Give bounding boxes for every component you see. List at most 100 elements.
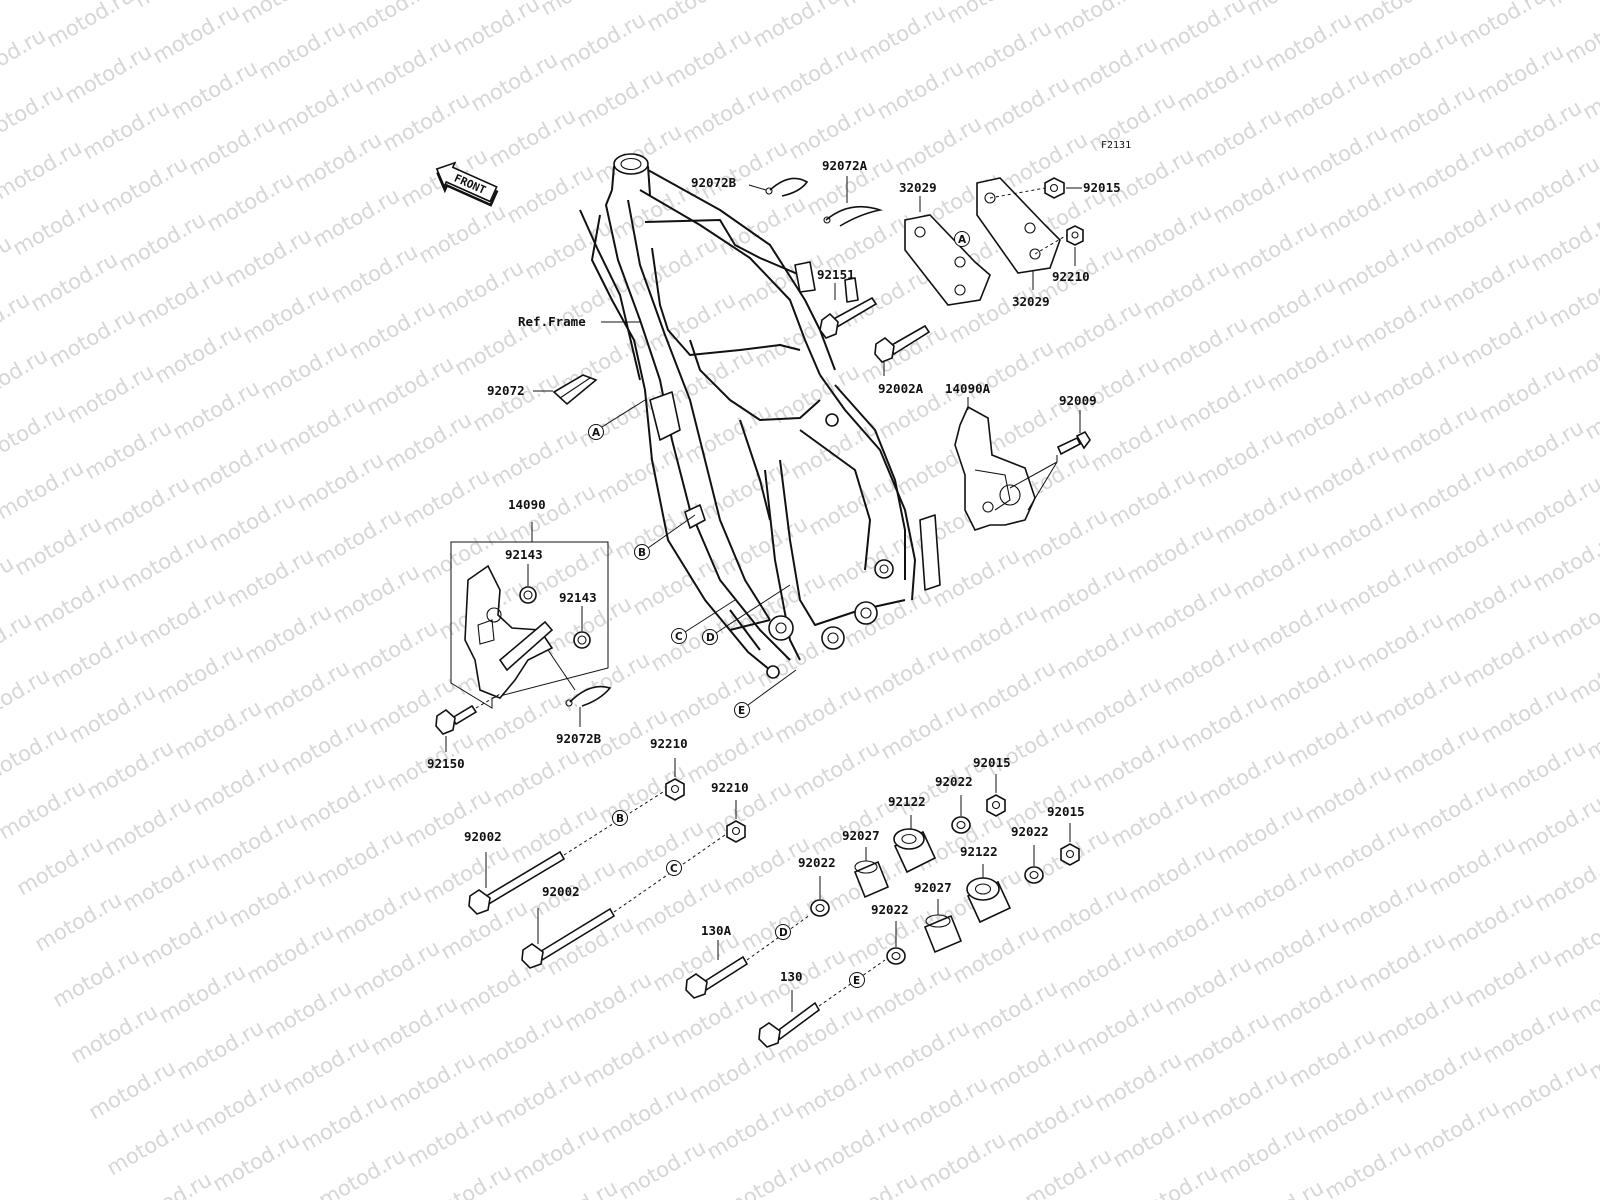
engine-bracket-32029-rear[interactable] (976, 177, 1061, 274)
watermark-text: motod.ru (1143, 895, 1238, 964)
watermark-text: motod.ru (1545, 263, 1600, 332)
part-label-92143-a: 92143 (505, 547, 543, 562)
watermark-text: motod.ru (239, 279, 334, 348)
watermark-text: motod.ru (103, 1111, 198, 1180)
callout-e-bolt: E (849, 972, 865, 988)
watermark-text: motod.ru (1231, 855, 1326, 924)
watermark-text: motod.ru (611, 495, 706, 564)
washer-92022-c[interactable] (1024, 866, 1044, 884)
watermark-text: motod.ru (1497, 1055, 1592, 1124)
watermark-text: motod.ru (385, 1047, 480, 1116)
part-label-92122-b: 92122 (960, 844, 998, 859)
watermark-text: motod.ru (879, 1015, 974, 1084)
part-label-92122-a: 92122 (888, 794, 926, 809)
watermark-text: motod.ru (521, 215, 616, 284)
watermark-text: motod.ru (309, 183, 404, 252)
watermark-text: motod.ru (1265, 647, 1360, 716)
watermark-text: motod.ru (1495, 735, 1590, 804)
clamp-92072[interactable] (552, 374, 598, 406)
watermark-text: motod.ru (0, 343, 52, 412)
watermark-text: motod.ru (49, 943, 144, 1012)
watermark-text: motod.ru (1067, 31, 1162, 100)
svg-text:C: C (675, 631, 683, 643)
watermark-text: motod.ru (1233, 1175, 1328, 1200)
watermark-text: motod.ru (101, 791, 196, 860)
watermark-text: motod.ru (1409, 1095, 1504, 1164)
bolt-92002-a[interactable] (468, 850, 566, 915)
watermark-text: motod.ru (1563, 319, 1600, 388)
part-label-130: 130 (780, 969, 803, 984)
watermark-text: motod.ru (1283, 703, 1378, 772)
watermark-text: motod.ru (527, 1175, 622, 1200)
washer-92022-d[interactable] (886, 947, 906, 965)
watermark-text: motod.ru (1491, 95, 1586, 164)
washer-92022-a[interactable] (951, 816, 971, 834)
watermark-text: motod.ru (809, 1111, 904, 1180)
watermark-text: motod.ru (1197, 1063, 1292, 1132)
nut-92210-top[interactable] (1066, 225, 1084, 246)
watermark-text: motod.ru (313, 823, 408, 892)
bolt-130a[interactable] (685, 955, 749, 999)
callout-a-frame: A (588, 399, 646, 440)
watermark-text: motod.ru (647, 607, 742, 676)
watermark-text: motod.ru (1089, 727, 1184, 796)
watermark-text: motod.ru (789, 735, 884, 804)
part-label-92210-mid-b: 92210 (711, 780, 749, 795)
watermark-text: motod.ru (241, 599, 336, 668)
washer-92143-a[interactable] (519, 586, 537, 604)
watermark-text: motod.ru (99, 471, 194, 540)
bolt-92151[interactable] (819, 296, 878, 339)
watermark-text: motod.ru (137, 903, 232, 972)
watermark-text: motod.ru (841, 583, 936, 652)
watermark-text: motod.ru (1457, 303, 1552, 372)
nut-92210-mid-b[interactable] (726, 820, 746, 843)
watermark-text: motod.ru (345, 295, 440, 364)
watermark-text: motod.ru (379, 87, 474, 156)
clamp-band-92072b-top[interactable] (765, 177, 809, 197)
nut-92015-mid-b[interactable] (1060, 843, 1080, 866)
watermark-text: motod.ru (1407, 775, 1502, 844)
collar-92027-a[interactable] (853, 860, 890, 899)
nut-92015-top[interactable] (1044, 177, 1065, 199)
watermark-text: motod.ru (681, 399, 776, 468)
bolt-92009[interactable] (1056, 430, 1091, 456)
watermark-text: motod.ru (63, 359, 158, 428)
watermark-text: motod.ru (1175, 367, 1270, 436)
watermark-text: motod.ru (1073, 991, 1168, 1060)
watermark-text: motod.ru (665, 663, 760, 732)
watermark-text: motod.ru (115, 207, 210, 276)
watermark-text: motod.ru (469, 367, 564, 436)
washer-92143-b[interactable] (573, 631, 591, 649)
sprocket-cover-14090a[interactable] (954, 405, 1036, 531)
callout-c-frame: C (671, 599, 736, 644)
watermark-text: motod.ru (403, 1103, 498, 1172)
bolt-92002a[interactable] (874, 324, 931, 363)
watermark-text: motod.ru (1103, 143, 1198, 212)
watermark-text: motod.ru (1565, 639, 1600, 708)
clamp-band-92072b-bottom[interactable] (565, 685, 612, 707)
engine-bracket-32029-front[interactable] (904, 214, 991, 306)
watermark-text: motod.ru (151, 319, 246, 388)
washer-92022-b[interactable] (810, 899, 830, 917)
watermark-text: motod.ru (873, 55, 968, 124)
chain-guide-cover-14090[interactable] (464, 564, 554, 699)
nut-92210-mid-a[interactable] (665, 778, 685, 801)
watermark-text: motod.ru (573, 63, 668, 132)
watermark-text: motod.ru (135, 583, 230, 652)
watermark-text: motod.ru (943, 0, 1038, 28)
watermark-text: motod.ru (629, 551, 724, 620)
watermark-text: motod.ru (297, 1087, 392, 1156)
watermark-text: motod.ru (433, 255, 528, 324)
part-label-92072b-bottom: 92072B (556, 731, 602, 746)
collar-92122-a[interactable] (893, 828, 937, 874)
svg-text:D: D (706, 632, 715, 644)
bolt-92150[interactable] (435, 704, 478, 735)
watermark-text: motod.ru (349, 935, 444, 1004)
watermark-text: motod.ru (1215, 1119, 1310, 1188)
nut-92015-mid-a[interactable] (986, 794, 1006, 817)
bolt-92002-b[interactable] (521, 907, 616, 969)
clamp-band-92072a[interactable] (823, 205, 884, 227)
collar-92027-b[interactable] (923, 914, 963, 954)
watermark-text: motod.ru (277, 711, 372, 780)
bolt-130[interactable] (758, 1001, 821, 1048)
